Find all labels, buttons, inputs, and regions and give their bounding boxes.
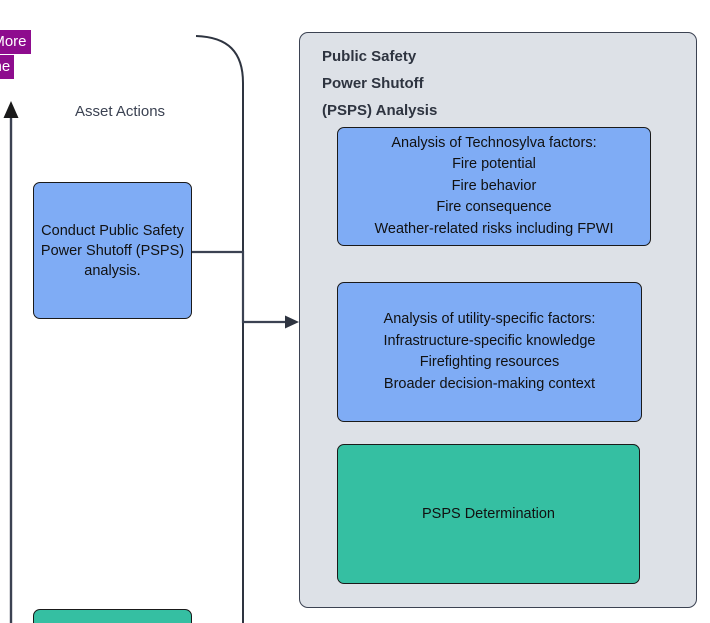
node-technosylva-factors[interactable]: Analysis of Technosylva factors: Fire po… bbox=[337, 127, 651, 246]
node-psps-determination[interactable]: PSPS Determination bbox=[337, 444, 640, 584]
psps-analysis-panel-title: Public Safety Power Shutoff (PSPS) Analy… bbox=[322, 48, 438, 119]
legend-tag-more: : More bbox=[0, 30, 31, 54]
upward-flow-arrow bbox=[3, 101, 19, 623]
legend-tag-extreme: reme bbox=[0, 55, 15, 79]
node-left-bottom-partial[interactable] bbox=[33, 609, 192, 623]
node-utility-specific-factors[interactable]: Analysis of utility-specific factors: In… bbox=[337, 282, 642, 422]
node-conduct-psps-analysis[interactable]: Conduct Public Safety Power Shutoff (PSP… bbox=[33, 182, 192, 319]
conduct-to-panel-arrow bbox=[192, 250, 299, 329]
outer-container-curve bbox=[195, 35, 244, 623]
asset-actions-label: Asset Actions bbox=[75, 103, 166, 120]
